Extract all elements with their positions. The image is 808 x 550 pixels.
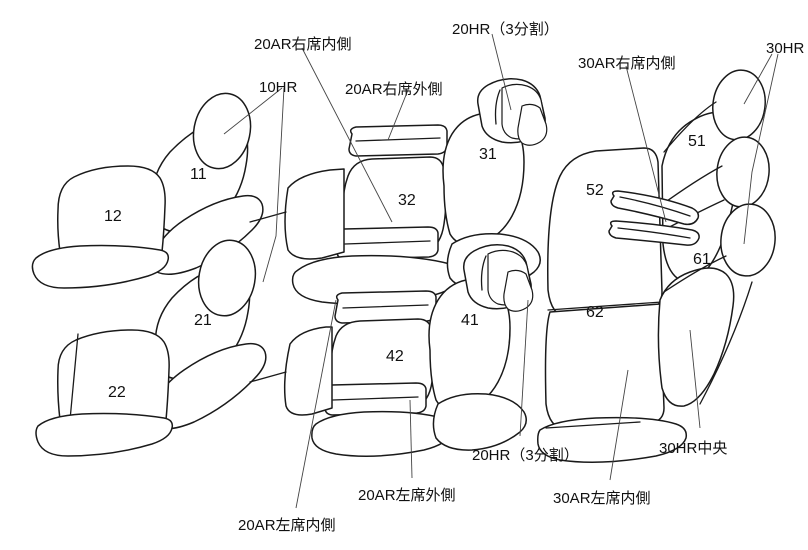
seat-41-headrest-seam-left [480, 255, 487, 291]
right-shoulder-curve-1 [663, 101, 717, 153]
seat-number-41: 41 [461, 312, 479, 329]
seat-22-cushion [35, 412, 174, 457]
seat-22-seam [69, 333, 79, 421]
left-seat-group [31, 92, 267, 457]
seat-number-31: 31 [479, 146, 497, 163]
seat-31-headrest-split-far [517, 103, 548, 146]
seat-41-headrest-split-far [503, 269, 534, 312]
seat-number-32: 32 [398, 192, 416, 209]
leader-30hr-center [689, 329, 701, 429]
leader-30ar-right-inner [625, 65, 667, 223]
label-10hr: 10HR [259, 79, 298, 96]
middle-seat-group [249, 78, 548, 457]
seat-52-armrest-lower-seam [617, 227, 691, 239]
seat-31-backrest [442, 112, 525, 246]
bench-52-62-seam [547, 301, 663, 311]
seat-number-51: 51 [688, 133, 706, 150]
middle-left-trim-line-2 [249, 371, 287, 383]
right-headrest-bottom [720, 203, 776, 277]
leader-30hr-a [743, 53, 773, 105]
seat-21-headrest [197, 239, 257, 317]
leader-20ar-left-outer [409, 399, 413, 479]
leader-10hr-b [262, 87, 285, 283]
seat-11-cushion [150, 194, 264, 275]
seat-32-side-panel [284, 168, 345, 260]
seat-number-61: 61 [693, 251, 711, 268]
leader-30hr-b [743, 53, 779, 245]
seat-32-upper-armrest-seam [355, 137, 441, 142]
leader-20ar-right-inner [301, 47, 393, 223]
seat-42-cushion [311, 410, 454, 457]
seat-42-side-panel [283, 326, 333, 416]
seat-31-headrest-seam-left [494, 89, 501, 125]
leader-10hr-a [223, 87, 283, 135]
seat-number-11: 11 [190, 166, 207, 183]
right-shoulder-curve-5 [699, 281, 753, 405]
middle-left-trim-line-1 [249, 211, 287, 223]
bench-62-backrest [544, 303, 665, 431]
seat-number-52: 52 [586, 182, 604, 199]
seat-32-lower-armrest-seam [344, 240, 431, 245]
leader-20hr-top [491, 33, 512, 111]
seat-12-cushion [31, 244, 170, 289]
label-20ar-right-inner: 20AR右席内側 [254, 36, 352, 53]
leader-lines [223, 33, 779, 509]
seat-61-backrest [657, 267, 735, 407]
label-30ar-right-inner: 30AR右席内側 [578, 55, 676, 72]
bench-62-cushion [537, 416, 688, 463]
bench-62-trim [545, 421, 641, 429]
leader-20ar-right-outer [387, 89, 409, 141]
seat-41-cushion [432, 392, 527, 451]
seat-42-upper-armrest-seam [342, 304, 429, 309]
label-20ar-right-outer: 20AR右席外側 [345, 81, 443, 98]
label-20ar-left-outer: 20AR左席外側 [358, 487, 456, 504]
seat-42-lower-armrest-seam [332, 396, 419, 401]
seat-52-armrest-lower [608, 220, 700, 246]
leader-20hr-bottom [519, 299, 529, 437]
leader-20ar-left-inner [295, 299, 337, 509]
seat-number-12: 12 [104, 208, 122, 225]
right-shoulder-curve-4 [663, 255, 727, 293]
label-20hr-3split-bottom: 20HR（3分割） [472, 447, 579, 464]
seat-11-headrest [192, 92, 252, 170]
seat-number-21: 21 [194, 312, 212, 329]
leader-30ar-left-inner [609, 369, 629, 481]
label-30hr: 30HR [766, 40, 805, 57]
right-seat-group [537, 69, 776, 463]
label-20hr-3split-top: 20HR（3分割） [452, 21, 559, 38]
label-20ar-left-inner: 20AR左席内側 [238, 517, 336, 534]
seat-number-62: 62 [586, 304, 604, 321]
seat-number-42: 42 [386, 348, 404, 365]
label-30ar-left-inner: 30AR左席内側 [553, 490, 651, 507]
seat-52-armrest-upper-seam [619, 196, 691, 217]
seat-number-22: 22 [108, 384, 126, 401]
label-30hr-center: 30HR中央 [659, 440, 728, 457]
